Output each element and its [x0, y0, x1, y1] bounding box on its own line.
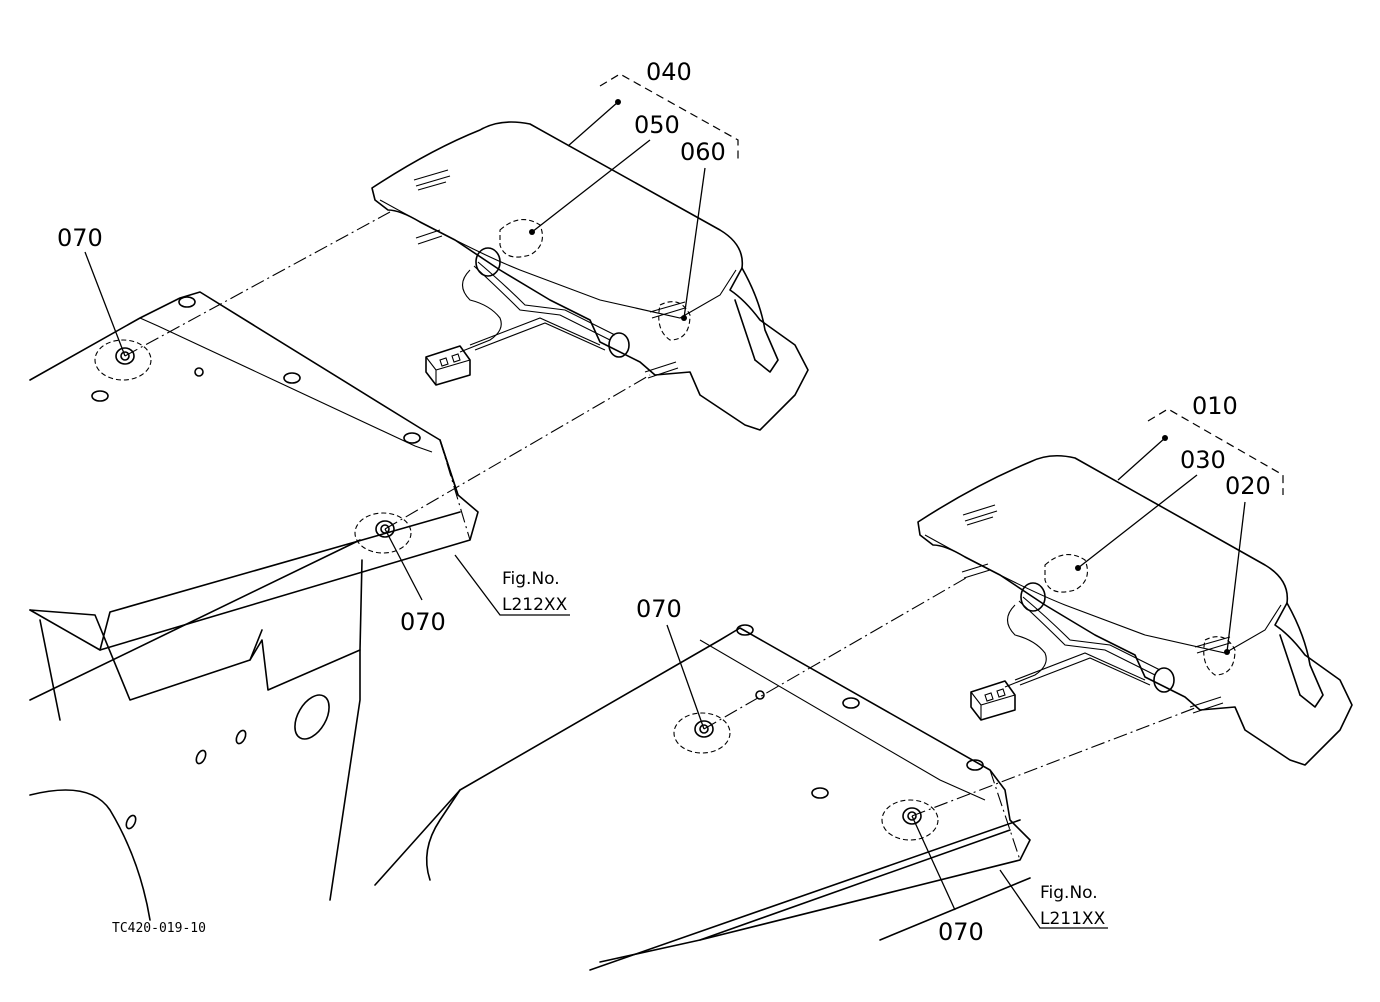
fig-ref-right-code: L211XX	[1040, 909, 1106, 929]
fig-ref-left-code: L212XX	[502, 595, 568, 615]
callout-070-top-left: 070	[57, 224, 103, 252]
callout-040: 040	[646, 58, 692, 86]
fig-ref-left-label: Fig.No.	[502, 569, 560, 589]
drawing-code: TC420-019-10	[112, 921, 206, 936]
callout-030: 030	[1180, 446, 1226, 474]
leader-lines	[84, 99, 1246, 929]
alignment-lines	[124, 211, 1196, 861]
right-fender	[374, 624, 1031, 971]
callout-070-bottom-right: 070	[938, 918, 984, 946]
callout-010: 010	[1192, 392, 1238, 420]
left-lamp	[371, 121, 809, 431]
right-lamp	[917, 454, 1353, 766]
callout-070-mid-left: 070	[400, 608, 446, 636]
callout-060: 060	[680, 138, 726, 166]
left-fender	[29, 291, 479, 921]
fig-ref-right-label: Fig.No.	[1040, 883, 1098, 903]
callout-050: 050	[634, 111, 680, 139]
callout-070-mid-right: 070	[636, 595, 682, 623]
callout-020: 020	[1225, 472, 1271, 500]
